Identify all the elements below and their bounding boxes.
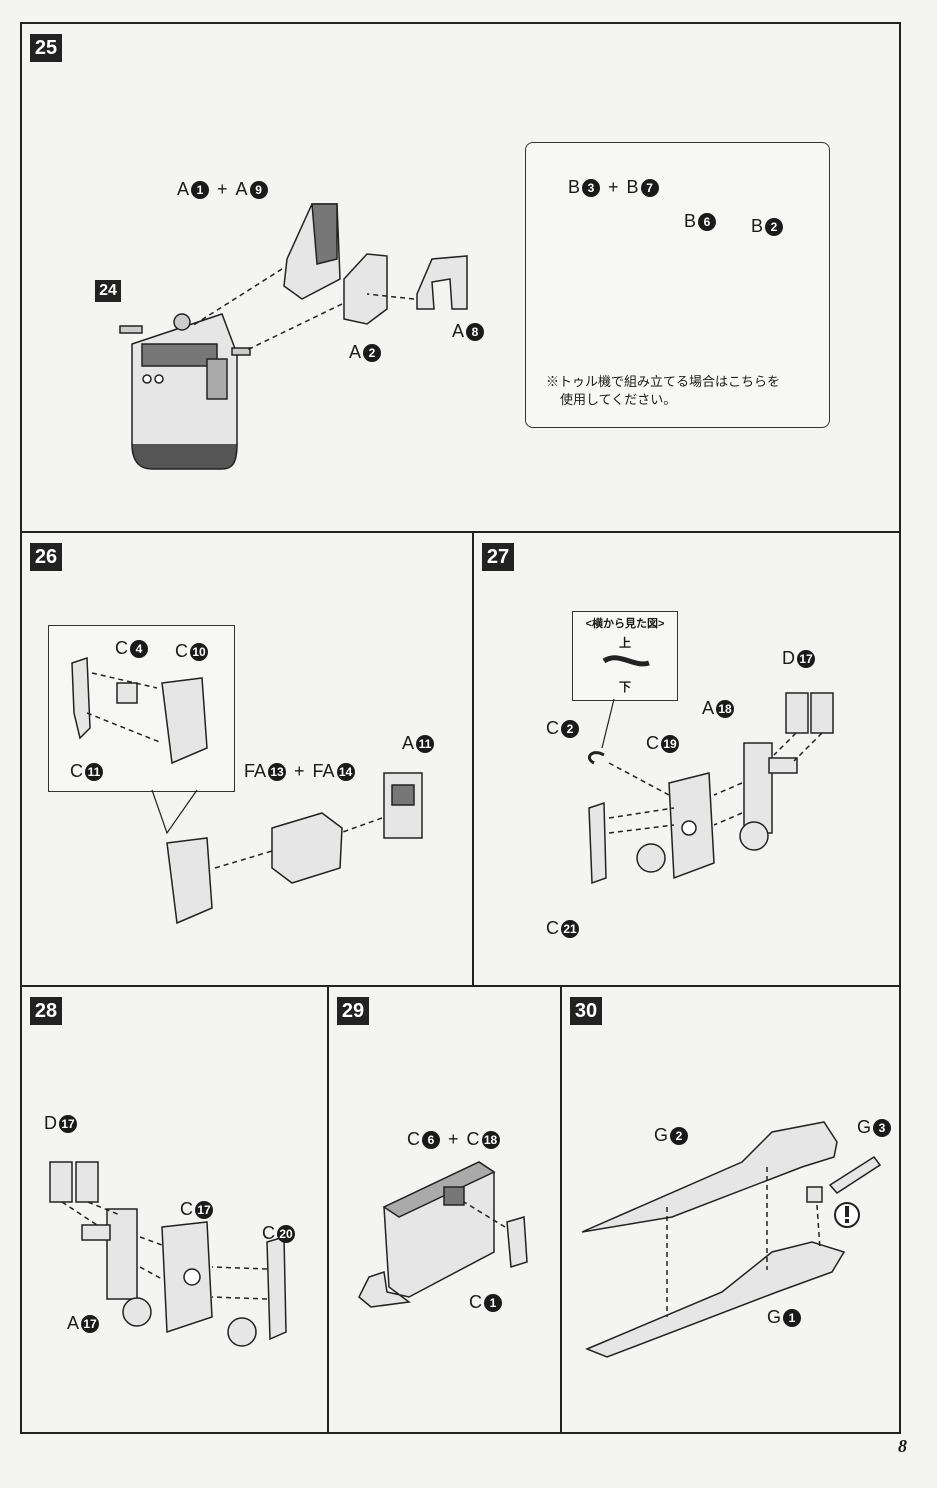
part-a2 bbox=[343, 253, 388, 325]
step-number: 29 bbox=[337, 997, 369, 1025]
part-g1 bbox=[585, 1241, 846, 1358]
part-a17 bbox=[106, 1208, 138, 1300]
instruction-frame bbox=[20, 22, 901, 1434]
direction-down: 下 bbox=[619, 680, 632, 694]
step-number: 30 bbox=[570, 997, 602, 1025]
divider-row2 bbox=[20, 985, 901, 987]
step-29-illustration bbox=[358, 1161, 528, 1308]
engine-pod-part bbox=[119, 313, 251, 470]
step-number: 27 bbox=[482, 543, 514, 571]
part-c21 bbox=[588, 801, 607, 885]
divider-28-29 bbox=[327, 985, 329, 1434]
part-c11 bbox=[71, 656, 91, 740]
step-number: 26 bbox=[30, 543, 62, 571]
divider-25 bbox=[20, 531, 901, 533]
side-view-title: <横から見た図> bbox=[585, 618, 665, 630]
part-c20 bbox=[266, 1236, 287, 1341]
step-30-illustration bbox=[581, 1121, 882, 1358]
page-number: 8 bbox=[898, 1436, 907, 1456]
divider-29-30 bbox=[560, 985, 562, 1434]
part-a8 bbox=[416, 255, 468, 310]
direction-up: 上 bbox=[619, 636, 632, 650]
part-d17-a bbox=[785, 692, 809, 734]
part-c6-c18 bbox=[358, 1161, 495, 1308]
step-number: 25 bbox=[30, 34, 62, 62]
part-d17-b bbox=[810, 692, 834, 734]
part-fa13-fa14 bbox=[271, 812, 343, 884]
divider-26-27 bbox=[472, 531, 474, 986]
exclamation-circle-icon bbox=[834, 1202, 860, 1228]
part-c10 bbox=[161, 677, 208, 765]
ref-part-24: 24 bbox=[95, 280, 121, 302]
part-c4 bbox=[116, 682, 138, 704]
side-view-box: <横から見た図> 上 下 bbox=[572, 611, 678, 701]
part-a11 bbox=[383, 772, 423, 839]
assembly-arrows bbox=[191, 268, 415, 351]
part-a1-a9 bbox=[283, 203, 341, 300]
alternate-note: ※トゥル機で組み立てる場合はこちらを 使用してください。 bbox=[546, 374, 781, 407]
part-c1 bbox=[506, 1216, 528, 1268]
step-28-illustration bbox=[49, 1161, 287, 1347]
step-number: 28 bbox=[30, 997, 62, 1025]
part-c10-lower bbox=[166, 837, 213, 925]
part-g2 bbox=[581, 1121, 838, 1233]
part-c2 bbox=[588, 751, 605, 765]
step-27-illustration bbox=[588, 655, 834, 885]
part-g3 bbox=[828, 1155, 882, 1194]
step-26-illustration bbox=[71, 656, 423, 925]
step-25-panel: 25 bbox=[22, 24, 899, 531]
part-a18 bbox=[743, 742, 773, 834]
